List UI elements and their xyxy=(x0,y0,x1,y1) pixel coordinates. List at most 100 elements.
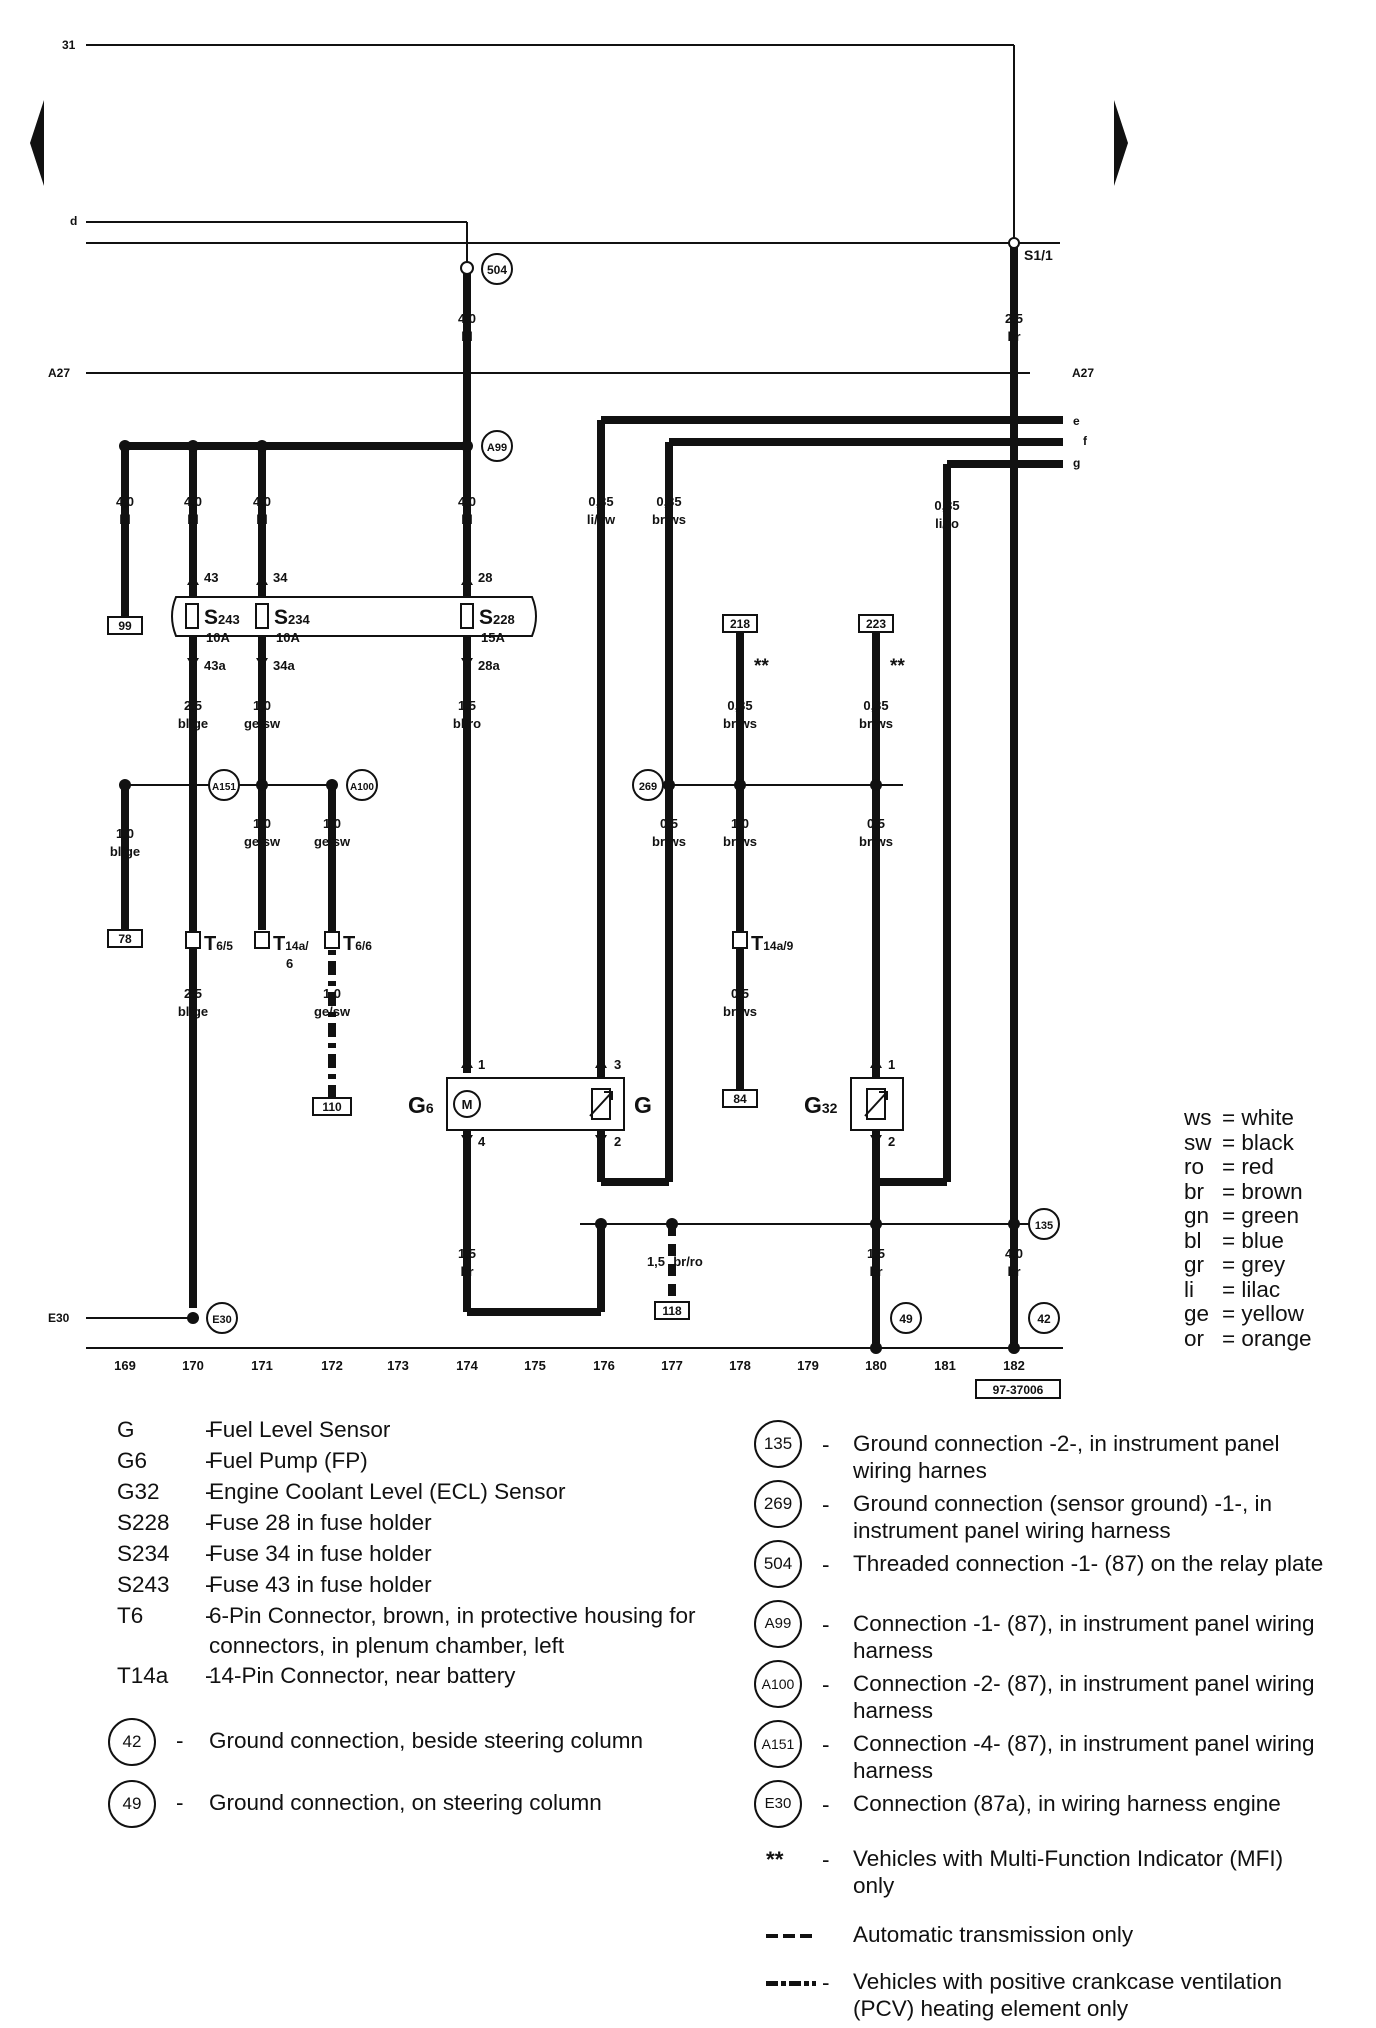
previous-page-arrow-icon[interactable] xyxy=(30,100,44,186)
color-key-row: or= orange xyxy=(1184,1325,1312,1351)
wiring-diagram: 31 d A27 A27 S1/1 e f g xyxy=(30,38,1128,1399)
wire-42-color: br xyxy=(1008,1264,1021,1279)
node-135: 135 xyxy=(1035,1220,1053,1232)
fuse-s243-rating: 10A xyxy=(206,630,230,645)
ref-99: 99 xyxy=(118,619,132,633)
component-g-label: G xyxy=(634,1092,652,1118)
node-504: 504 xyxy=(487,263,507,277)
pin-g-3: 3 xyxy=(614,1057,621,1072)
node-a100: A100 xyxy=(350,782,374,793)
thick-wires xyxy=(121,243,1063,1348)
svg-text:169: 169 xyxy=(114,1358,136,1373)
drawing-number: 97-37006 xyxy=(993,1383,1044,1397)
color-key-row: gr= grey xyxy=(1184,1252,1286,1277)
wire-t14a9-size: 0,5 xyxy=(731,986,749,1001)
wire-43a-size: 2,5 xyxy=(184,698,202,713)
dashed-line-symbol xyxy=(766,1934,812,1938)
terminal-e: e xyxy=(1073,414,1080,428)
wire-color-key: ws= white sw= black ro= red br= brown gn… xyxy=(1184,1105,1312,1351)
connector-t65-housing xyxy=(185,931,201,949)
wire-218-size: 0,35 xyxy=(727,698,752,713)
wire-568-size: 1,0 xyxy=(731,816,749,831)
wire-49-color: br xyxy=(870,1264,883,1279)
thin-wires xyxy=(86,784,1063,1349)
pin-34: 34 xyxy=(273,570,288,585)
wire-g-size: 0,35 xyxy=(934,498,959,513)
connection-a151-symbol: A151 xyxy=(754,1720,802,1768)
wire-gnd174-size: 1,5 xyxy=(458,1246,476,1261)
terminal-d: d xyxy=(70,214,77,228)
ref-84: 84 xyxy=(733,1092,747,1106)
svg-text:174: 174 xyxy=(456,1358,478,1373)
wire-t65-color: bl/ge xyxy=(178,1004,208,1019)
pin-28: 28 xyxy=(478,570,492,585)
svg-text:178: 178 xyxy=(729,1358,751,1373)
mfi-symbol: ** xyxy=(766,1847,784,1872)
svg-text:173: 173 xyxy=(387,1358,409,1373)
wire-e-size: 0,35 xyxy=(588,494,613,509)
wire-672-size: 0,5 xyxy=(867,816,885,831)
ground-legend: 42 - Ground connection, beside steering … xyxy=(108,1718,708,1838)
wire-t66-color: ge/sw xyxy=(314,1004,351,1019)
wire-t66-size: 1,0 xyxy=(323,986,341,1001)
color-key-row: li= lilac xyxy=(1184,1276,1281,1302)
connector-t65-label: T6/5 xyxy=(204,933,233,955)
wire-t65-size: 2,5 xyxy=(184,986,202,1001)
wire-43a-color: bl/ge xyxy=(178,716,208,731)
wire-515-size: 0,5 xyxy=(660,816,678,831)
node-42: 42 xyxy=(1037,1312,1051,1326)
component-legend: G-Fuel Level Sensor G6-Fuel Pump (FP) G3… xyxy=(117,1417,696,1688)
wire-118-size: 1,5 xyxy=(647,1254,665,1269)
coolant-level-sensor-icon xyxy=(864,1088,888,1120)
wire-e-color: li/sw xyxy=(587,512,616,527)
wire-34a-size: 1,0 xyxy=(253,698,271,713)
wire-s1-color: br xyxy=(1008,329,1021,344)
connection-legend: 135 - Ground connection -2-, in instrume… xyxy=(754,1420,1354,2021)
terminal-f: f xyxy=(1083,434,1088,448)
connection-504-symbol: 504 xyxy=(754,1540,802,1588)
wire-78-color: bl/ge xyxy=(110,844,140,859)
color-key-row: br= brown xyxy=(1184,1178,1303,1204)
ground-135-symbol: 135 xyxy=(754,1420,802,1468)
connector-t14a-label: T14a/ xyxy=(273,933,309,955)
pin-g-2: 2 xyxy=(614,1134,621,1149)
mfi-marker-2: ** xyxy=(890,656,905,677)
node-269: 269 xyxy=(639,781,657,793)
dash-dot-line-symbol xyxy=(766,1981,816,1986)
node-a151: A151 xyxy=(212,782,236,793)
node-49: 49 xyxy=(899,1312,913,1326)
svg-text:180: 180 xyxy=(865,1358,887,1373)
pin-43a: 43a xyxy=(204,658,226,673)
pin-43: 43 xyxy=(204,570,218,585)
connector-t14a-housing xyxy=(254,931,270,949)
connector-t14a9-label: T14a/9 xyxy=(751,933,794,955)
s1-junction xyxy=(1008,237,1020,249)
wire-t14a9-color: br/ws xyxy=(723,1004,757,1019)
fuel-pump-motor-icon xyxy=(453,1090,481,1118)
wire-118-color: br/ro xyxy=(673,1254,703,1269)
junction-dots xyxy=(119,440,1020,1354)
connection-a99-symbol: A99 xyxy=(754,1600,802,1648)
wire-148-size: 4,0 xyxy=(184,494,202,509)
fuse-s228-name: S228 xyxy=(479,606,515,629)
wire-201b-color: ge/sw xyxy=(244,834,281,849)
ref-218: 218 xyxy=(730,617,750,631)
color-key-row: ge= yellow xyxy=(1184,1301,1304,1326)
mfi-marker-1: ** xyxy=(754,656,769,677)
wire-568-color: br/ws xyxy=(723,834,757,849)
fuse-s234-rating: 10A xyxy=(276,630,300,645)
node-labels: 504 A99 A151 A100 269 135 49 42 E30 xyxy=(206,253,1060,1334)
component-g6-label: G6 xyxy=(408,1092,434,1118)
svg-text:172: 172 xyxy=(321,1358,343,1373)
pin-g32-2: 2 xyxy=(888,1134,895,1149)
pin-g6-4: 4 xyxy=(478,1134,486,1149)
wire-49-size: 1,5 xyxy=(867,1246,885,1261)
wire-42-size: 4,0 xyxy=(1005,1246,1023,1261)
ground-49-symbol: 49 xyxy=(108,1780,156,1828)
g32-housing xyxy=(850,1077,904,1131)
connection-a100-symbol: A100 xyxy=(754,1660,802,1708)
next-page-arrow-icon[interactable] xyxy=(1114,100,1128,186)
component-g32-label: G32 xyxy=(804,1092,838,1118)
wire-504-color: bl xyxy=(461,329,473,344)
svg-text:176: 176 xyxy=(593,1358,615,1373)
